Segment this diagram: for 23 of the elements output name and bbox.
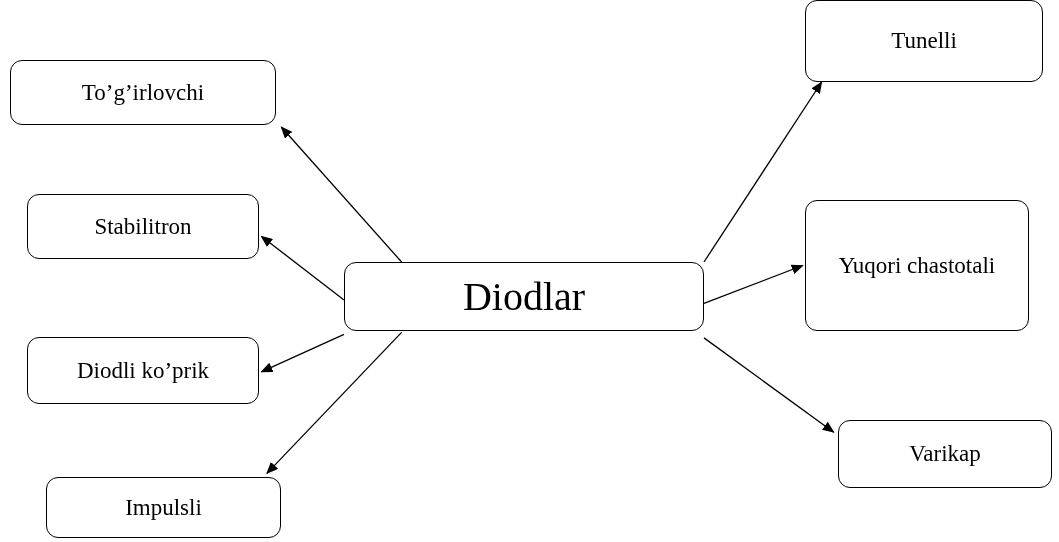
node-label: Tunelli [891,27,957,56]
category-box [27,337,259,404]
arrow [703,81,823,263]
node-label: Impulsli [125,493,202,522]
node-label: Diodlar [462,272,586,321]
category-box [805,0,1043,82]
central-box [344,262,704,331]
category-box [805,200,1029,331]
node-label: Varikap [909,440,981,469]
node-label: To’g’irlovchi [81,78,205,107]
arrow [266,331,403,475]
node-label: Diodli ko’prik [76,356,210,385]
node-label: Yuqori chastotali [838,251,996,280]
arrow [703,264,804,305]
arrow [280,126,403,263]
node-label: Stabilitron [94,212,192,241]
category-box [838,420,1052,488]
category-box [10,60,276,125]
category-box [27,194,259,259]
arrow [703,337,835,433]
arrow [260,235,345,301]
arrow [260,333,345,373]
category-box [46,477,281,538]
